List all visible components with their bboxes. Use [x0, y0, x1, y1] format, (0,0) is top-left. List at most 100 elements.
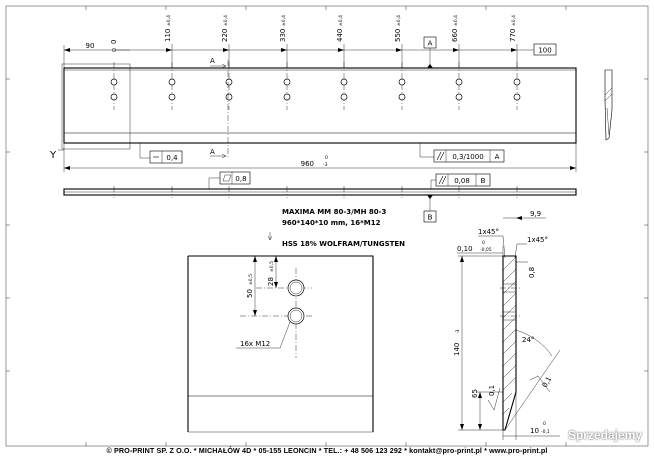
thread-label: 16x M12 — [240, 340, 270, 348]
datum-b-label: B — [428, 214, 433, 222]
datum-y-frame — [61, 63, 131, 150]
detail-view: 50 ±0,5 28 ±0,5 16x M12 — [187, 232, 374, 433]
height-value: 140 — [453, 343, 461, 356]
edge-profile-view — [604, 69, 613, 141]
dim50-tol: ±0,5 — [248, 274, 254, 285]
hole-lower-1 — [168, 93, 176, 101]
dim28-tol: ±0,5 — [269, 261, 275, 272]
detail-hole-2-thread — [289, 309, 303, 323]
parallel-ref: A — [495, 153, 500, 161]
length-value: 960 — [301, 160, 314, 168]
chain-arrow-3 — [338, 48, 344, 52]
chamfer-right-leader — [514, 243, 527, 259]
mounting-holes — [110, 62, 521, 110]
side-flatness-value: 0,8 — [235, 175, 246, 183]
blade-outline — [63, 67, 577, 144]
flatness-frame — [149, 150, 183, 164]
rough-right-symbol — [529, 375, 551, 393]
parallel-frame — [433, 149, 505, 163]
chain-tol-6: ±0,4 — [511, 15, 517, 26]
hole-lower-3 — [283, 93, 291, 101]
detail-hole-2 — [287, 307, 305, 325]
section-profile — [502, 255, 517, 431]
frame-ticks — [6, 6, 648, 446]
pitch-value: 100 — [538, 47, 551, 55]
chamfer-right: 1x45° — [527, 236, 548, 244]
hole-lower-6 — [455, 93, 463, 101]
height-arrow-bottom — [460, 424, 464, 430]
section-mark-top: A — [210, 57, 215, 65]
hole-upper-5 — [398, 78, 406, 86]
datum-y-label: Y — [49, 150, 57, 161]
hole-axis-marks — [113, 186, 518, 198]
hole-upper-0 — [110, 78, 118, 86]
copyright-footer: © PRO-PRINT SP. Z O.O. * MICHAŁÓW 4D * 0… — [106, 446, 548, 455]
detail-hole-1 — [287, 279, 305, 297]
dim-90-label: 90 — [86, 42, 95, 50]
angle-value: 24° — [522, 336, 534, 344]
dim010-low: -0,05 — [480, 247, 492, 253]
parallel-value: 0,3/1000 — [452, 153, 483, 161]
hole-lower-5 — [398, 93, 406, 101]
chain-arrow-2 — [281, 48, 287, 52]
chain-arrow-0 — [166, 48, 172, 52]
section-view: 9,9 1x45° 1x45° 0,10 0 -0,05 0,8 140 -3 … — [453, 210, 561, 440]
chain-tol-4: ±0,4 — [396, 15, 402, 26]
dim010-up: 0 — [482, 240, 485, 246]
datum-b-box — [423, 210, 437, 223]
chain-value-1: 220 — [221, 29, 229, 42]
dim65-value: 65 — [471, 389, 479, 398]
chain-arrow-6 — [511, 48, 517, 52]
chain-tol-1: ±0,4 — [223, 15, 229, 26]
chain-tol-5: ±0,4 — [453, 15, 459, 26]
pitch-box — [533, 43, 557, 56]
dim50-arrow-bottom — [253, 310, 257, 316]
title-line-2: 960*140*10 mm, 16*M12 — [282, 219, 381, 227]
side-parallel-frame — [435, 173, 491, 187]
thick-up: 0 — [543, 421, 546, 427]
section-hatch — [502, 256, 517, 415]
section-mark-bottom: A — [210, 148, 215, 156]
dim50-value: 50 — [246, 289, 254, 298]
hole-lower-4 — [340, 93, 348, 101]
side-parallel-symbol — [438, 175, 447, 185]
detail-outline — [187, 255, 374, 432]
chain-tol-2: ±0,4 — [281, 15, 287, 26]
hole-upper-6 — [455, 78, 463, 86]
chain-tol-3: ±0,4 — [338, 15, 344, 26]
edge-hatch — [604, 87, 613, 102]
detail-hole-1-thread — [289, 281, 303, 295]
hole-lower-2 — [225, 93, 233, 101]
flatness-value: 0,4 — [166, 154, 178, 162]
chain-arrow-1 — [223, 48, 229, 52]
section-arrow-bottom — [210, 153, 227, 159]
dim08-value: 0,8 — [528, 267, 536, 278]
dim28-arrow-top — [274, 256, 278, 262]
hole-upper-3 — [283, 78, 291, 86]
chamfer-left: 1x45° — [478, 228, 499, 236]
datum-b-triangle — [427, 195, 433, 199]
rough-left-symbol — [487, 387, 501, 411]
angle-leader — [504, 349, 561, 431]
chain-arrow-5 — [453, 48, 459, 52]
chain-value-6: 770 — [509, 29, 517, 42]
thick-value: 10 — [530, 427, 539, 435]
dim90-arrow — [64, 48, 70, 52]
hole-lower-0 — [110, 93, 118, 101]
height-tol: -3 — [455, 329, 461, 334]
side-flatness-symbol — [222, 174, 232, 182]
chain-value-5: 660 — [451, 29, 459, 42]
top-view: 0,8 0,08 B B — [63, 171, 577, 223]
dim99-value: 9,9 — [530, 210, 541, 218]
dim65-arrow-bottom — [478, 424, 482, 430]
dim28-arrow-bottom — [274, 282, 278, 288]
length-lower: -3 — [323, 162, 328, 168]
side-parallel-value: 0,08 — [454, 177, 470, 185]
watermark-logo: Sprzedajemy — [567, 428, 642, 442]
section-arrow-top — [210, 63, 227, 69]
parallel-symbol — [436, 151, 445, 161]
chain-arrow-4 — [396, 48, 402, 52]
dim50-arrow-top — [253, 256, 257, 262]
